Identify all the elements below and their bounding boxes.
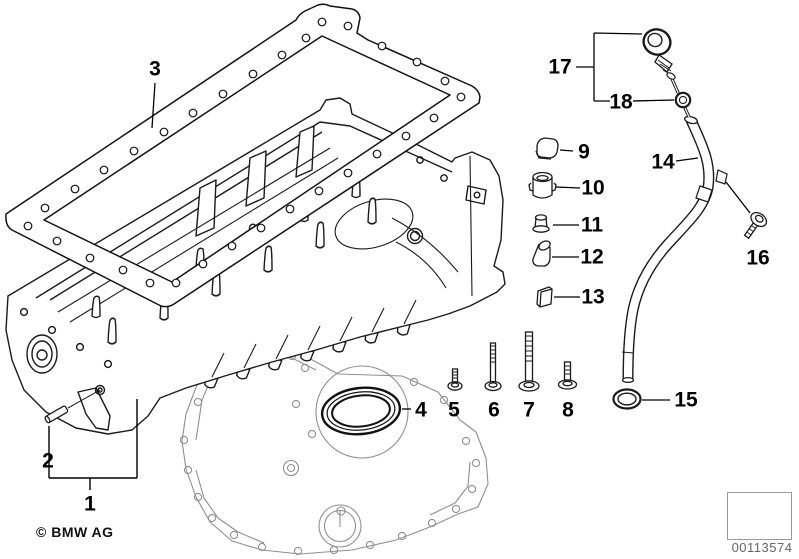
small-parts-drawing	[528, 137, 559, 308]
cover-plug-opening	[318, 504, 362, 548]
nav-arrow-box	[727, 492, 792, 540]
callout-15[interactable]: 15	[674, 388, 698, 412]
callout-1[interactable]: 1	[84, 492, 96, 516]
callout-2[interactable]: 2	[42, 449, 54, 473]
cover-drain-hole	[282, 459, 300, 477]
callout-10[interactable]: 10	[581, 176, 605, 200]
callout-4[interactable]: 4	[415, 398, 427, 422]
image-number: 00113574	[731, 540, 793, 555]
callout-9[interactable]: 9	[578, 140, 590, 164]
callout-16[interactable]: 16	[746, 246, 770, 270]
callout-14[interactable]: 14	[651, 150, 675, 174]
profile-seal-drawing	[320, 386, 402, 436]
pan-left-boss	[26, 334, 58, 374]
callout-17[interactable]: 17	[548, 55, 572, 79]
callout-5[interactable]: 5	[448, 398, 460, 422]
pin-drawing	[44, 405, 69, 424]
gasket-drawing	[5, 3, 481, 308]
callout-13[interactable]: 13	[581, 285, 605, 309]
lower-sump-cover-drawing	[179, 331, 489, 556]
callout-12[interactable]: 12	[580, 245, 604, 269]
gasket-bolt-holes	[23, 17, 466, 288]
copyright-notice: © BMW AG	[36, 524, 114, 540]
oil-pan-drawing	[5, 97, 506, 435]
callout-11[interactable]: 11	[580, 213, 604, 237]
callout-6[interactable]: 6	[488, 398, 500, 422]
bolt-16	[743, 211, 768, 240]
bolts-drawing	[447, 211, 768, 392]
callout-leader-lines	[48, 32, 751, 490]
dipstick-drawing	[612, 28, 728, 410]
cover-bolt-holes	[179, 335, 481, 556]
callout-8[interactable]: 8	[562, 398, 574, 422]
callout-3[interactable]: 3	[149, 57, 161, 81]
callout-7[interactable]: 7	[523, 398, 535, 422]
callout-18[interactable]: 18	[609, 90, 633, 114]
